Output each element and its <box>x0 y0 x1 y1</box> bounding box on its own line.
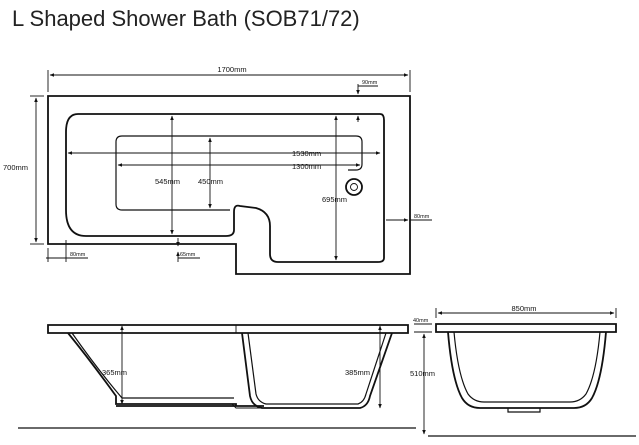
waste-outlet-icon <box>345 178 363 196</box>
dim-width: 700mm <box>3 163 28 172</box>
diagram-title: L Shaped Shower Bath (SOB71/72) <box>12 6 360 31</box>
plan-outer-outline <box>47 95 411 275</box>
plan-inner-basin <box>65 113 385 263</box>
end-view: 850mm 40mm 510mm <box>410 304 636 437</box>
dim-depth-545: 545mm <box>155 177 180 186</box>
side-left-body <box>67 332 237 406</box>
dim-length: 1700mm <box>217 65 246 74</box>
dim-inner-length-top: 1530mm <box>292 149 321 158</box>
plan-view: 1700mm 700mm 90mm 1530mm 1300mm 545mm 45… <box>3 65 432 275</box>
dim-end-rim: 40mm <box>413 318 429 324</box>
dim-end-height: 510mm <box>410 369 435 378</box>
dim-depth-695: 695mm <box>322 195 347 204</box>
dim-depth-450: 450mm <box>198 177 223 186</box>
side-view: 365mm 385mm <box>18 324 416 429</box>
dim-side-depth-right: 385mm <box>345 368 370 377</box>
end-view-body <box>447 331 607 409</box>
dim-inner-length-bottom: 1300mm <box>292 162 321 171</box>
dim-end-width: 850mm <box>511 304 536 313</box>
side-right-body <box>241 332 393 409</box>
dim-rim-right: 80mm <box>414 214 430 220</box>
dim-rim-bottom: 65mm <box>180 252 196 258</box>
dim-rim-top: 90mm <box>362 80 378 86</box>
dim-rim-left: 80mm <box>70 252 86 258</box>
dim-side-depth-left: 365mm <box>102 368 127 377</box>
